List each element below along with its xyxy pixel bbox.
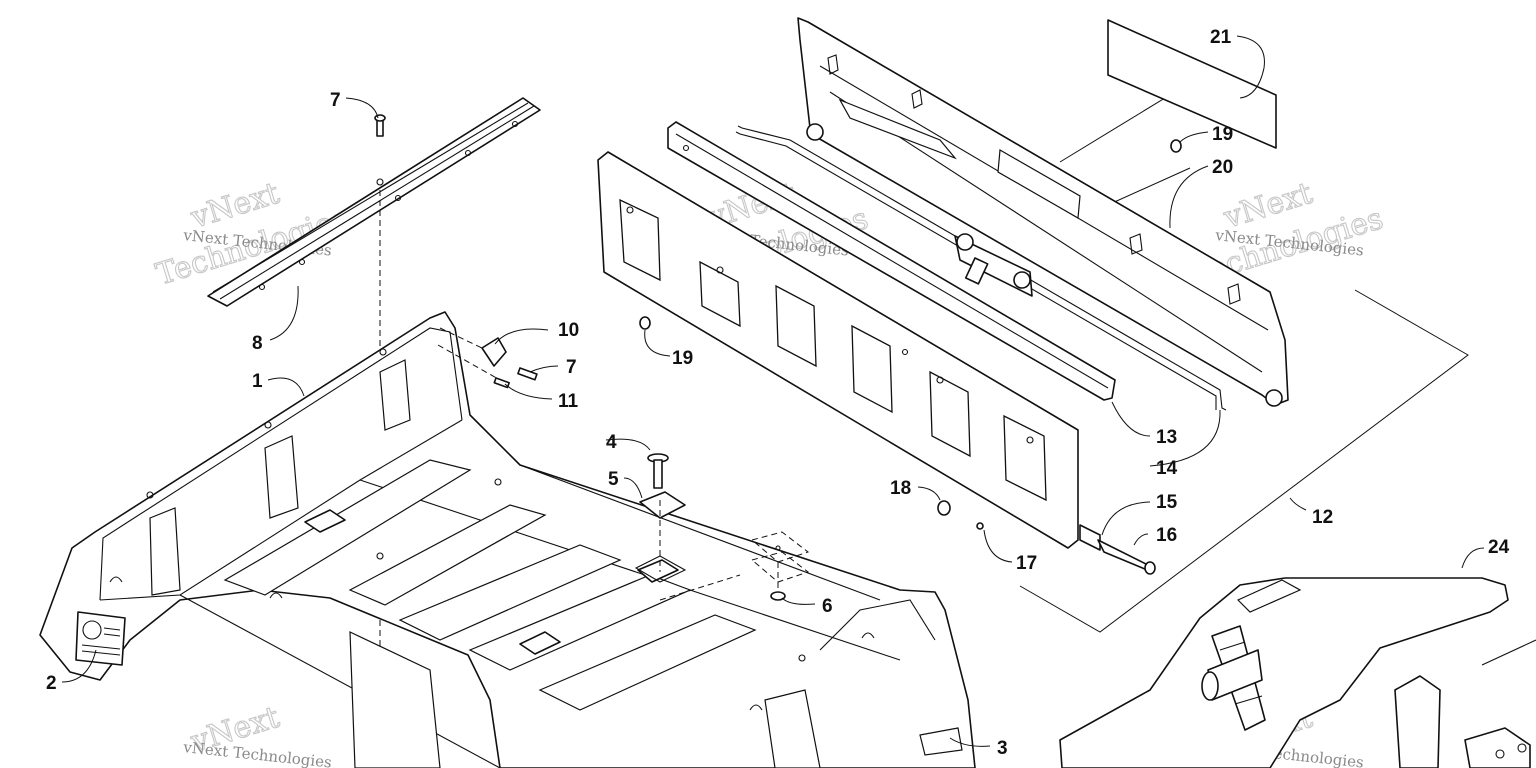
callout-2: 2 bbox=[46, 673, 57, 694]
part-15-pin bbox=[1079, 524, 1101, 551]
callout-24: 24 bbox=[1488, 537, 1510, 558]
watermark-small: vNext Technologies bbox=[182, 738, 333, 768]
tailgate-inner-panel bbox=[597, 151, 1079, 549]
callout-12: 12 bbox=[1312, 507, 1333, 528]
part-17-screw bbox=[976, 522, 984, 530]
callout-19: 19 bbox=[1212, 124, 1233, 145]
callout-20: 20 bbox=[1212, 157, 1233, 178]
callout-19: 19 bbox=[672, 348, 693, 369]
part-24-rack bbox=[1059, 577, 1536, 768]
part-19-rivet-right bbox=[1170, 139, 1182, 153]
callout-10: 10 bbox=[558, 320, 579, 341]
callout-6: 6 bbox=[822, 596, 833, 617]
callout-7: 7 bbox=[566, 357, 577, 378]
part-8-rail bbox=[207, 97, 541, 307]
part-13-channel bbox=[667, 121, 1116, 401]
part-20-tailgate bbox=[797, 17, 1289, 407]
part-18-rivet bbox=[937, 500, 951, 516]
callout-1: 1 bbox=[252, 371, 263, 392]
part-1-cargo-box bbox=[39, 311, 976, 768]
part-10-latch-bracket bbox=[437, 327, 507, 381]
callout-labels: 7 8 1 2 3 4 5 6 10 7 11 12 13 14 15 16 1… bbox=[46, 27, 1510, 759]
callout-15: 15 bbox=[1156, 492, 1178, 513]
part-4-bolt bbox=[647, 453, 669, 489]
callout-7: 7 bbox=[330, 90, 341, 111]
callout-8: 8 bbox=[252, 333, 263, 354]
callout-11: 11 bbox=[558, 391, 579, 412]
callout-14: 14 bbox=[1156, 458, 1178, 479]
part-6-nut bbox=[750, 531, 810, 601]
part-2-warning-label bbox=[75, 611, 126, 666]
part-7-screw-side bbox=[517, 367, 538, 381]
leader-lines bbox=[61, 35, 1485, 747]
callout-17: 17 bbox=[1016, 553, 1037, 574]
callout-13: 13 bbox=[1156, 427, 1177, 448]
part-21-decal bbox=[1107, 19, 1277, 149]
callout-5: 5 bbox=[608, 469, 619, 490]
part-7-screw-top bbox=[374, 114, 386, 186]
callout-3: 3 bbox=[997, 738, 1008, 759]
callout-16: 16 bbox=[1156, 525, 1177, 546]
part-19-rivet-left bbox=[639, 316, 651, 330]
part-16-pin bbox=[1097, 539, 1156, 575]
callout-18: 18 bbox=[890, 478, 911, 499]
part-5-plate bbox=[634, 491, 741, 601]
part-11-screw bbox=[493, 377, 510, 389]
callout-21: 21 bbox=[1210, 27, 1232, 48]
callout-4: 4 bbox=[606, 432, 617, 453]
